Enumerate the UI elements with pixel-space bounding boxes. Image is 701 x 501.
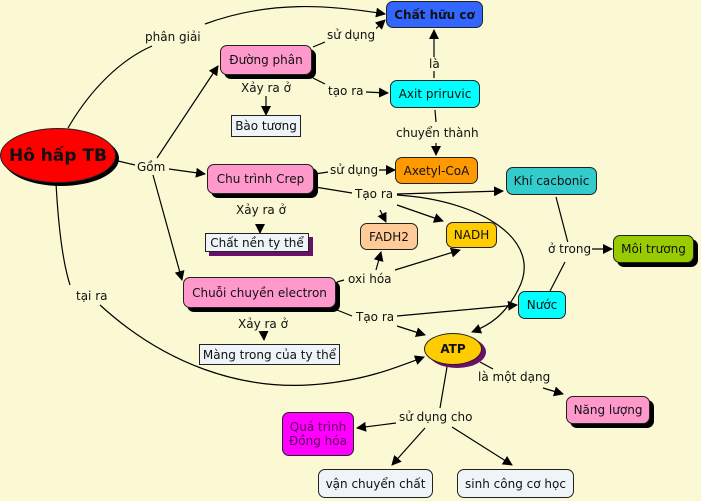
link-label-phan-giai: phân giải bbox=[144, 30, 202, 44]
link-label-chuyen-thanh: chuyển thành bbox=[395, 126, 480, 140]
node-ho-hap-tb[interactable]: Hô hấp TB bbox=[0, 128, 116, 183]
link-label-o-trong: ở trong bbox=[547, 242, 593, 256]
line-nuoc-otrong bbox=[549, 261, 566, 292]
node-atp[interactable]: ATP bbox=[424, 333, 482, 365]
line-chuoi-oxi bbox=[336, 279, 345, 283]
node-mang-trong-ty-the[interactable]: Màng trong của ty thể bbox=[199, 344, 340, 365]
link-label-xay-ra-o: Xảy ra ở bbox=[237, 317, 289, 331]
arrow-gom-dp bbox=[156, 65, 219, 159]
line-atp-sudungcho bbox=[439, 366, 448, 409]
node-qua-trinh-dong-hoa[interactable]: Quá trình Đồng hóa bbox=[282, 412, 354, 456]
link-label-la: là bbox=[428, 57, 441, 71]
link-label-oxi-hoa: oxi hóa bbox=[347, 272, 393, 286]
node-chat-huu-co[interactable]: Chất hữu cơ bbox=[386, 1, 483, 28]
line-crep-sudung bbox=[314, 171, 329, 175]
line-phan-giai bbox=[67, 45, 153, 129]
line-atp-lamotdang bbox=[479, 361, 494, 370]
arrow-sdc-vanchuyen bbox=[391, 427, 426, 466]
link-label-su-dung-cho: sử dụng cho bbox=[398, 410, 474, 424]
arrow-oxi-nadh bbox=[394, 247, 461, 271]
node-axetyl-coa[interactable]: Axetyl-CoA bbox=[395, 157, 478, 184]
line-dp-taora bbox=[312, 77, 326, 85]
arrow-gom-chuoi bbox=[152, 174, 185, 281]
node-sinh-cong-co-hoc[interactable]: sinh công cơ học bbox=[457, 469, 574, 498]
link-label-su-dung: sử dụng bbox=[326, 28, 377, 42]
node-duong-phan[interactable]: Đường phân bbox=[220, 45, 312, 75]
link-label-xay-ra-o: Xảy ra ở bbox=[240, 81, 292, 95]
link-label-gom: Gồm bbox=[136, 160, 167, 174]
node-van-chuyen-chat[interactable]: vận chuyển chất bbox=[318, 469, 433, 498]
node-moi-truong[interactable]: Môi trương bbox=[613, 235, 694, 263]
arrow-gom-crep bbox=[168, 167, 206, 178]
node-nuoc[interactable]: Nước bbox=[518, 291, 566, 319]
arrow-taora-atp2 bbox=[396, 325, 426, 338]
link-label-su-dung: sử dụng bbox=[329, 163, 380, 177]
line-axit-chuyen bbox=[434, 109, 437, 123]
link-label-la-mot-dang: là một dạng bbox=[477, 370, 552, 384]
link-label-tao-ra: Tạo ra bbox=[355, 310, 396, 324]
node-axit-piruvic[interactable]: Axit priruvic bbox=[390, 80, 480, 108]
node-chuoi-chuyen-electron[interactable]: Chuỗi chuyền electron bbox=[183, 277, 336, 308]
line-khi-otrong bbox=[555, 196, 569, 244]
line-ho-gom bbox=[117, 160, 136, 166]
node-bao-tuong[interactable]: Bào tương bbox=[231, 115, 301, 137]
node-chu-trinh-crep[interactable]: Chu trình Crep bbox=[207, 164, 314, 194]
node-fadh2[interactable]: FADH2 bbox=[360, 223, 418, 250]
line-ho-taira bbox=[55, 182, 71, 286]
arrow-taira-atp bbox=[99, 304, 425, 386]
arrow-sdc-sinhcong bbox=[451, 426, 513, 466]
link-label-xay-ra-o: Xảy ra ở bbox=[235, 203, 287, 217]
link-label-tao-ra: Tạo ra bbox=[354, 187, 395, 201]
node-khi-cacbonic[interactable]: Khí cacbonic bbox=[506, 167, 597, 195]
node-nang-luong[interactable]: Năng lượng bbox=[566, 396, 650, 424]
arrow-taora-nadh bbox=[396, 204, 444, 223]
arrow-taora-khi bbox=[396, 186, 504, 197]
line-dp-sudung bbox=[312, 41, 326, 48]
node-nadh[interactable]: NADH bbox=[446, 222, 497, 248]
arrow-phan-giai bbox=[204, 6, 386, 25]
arrow-taora-atp bbox=[396, 194, 525, 334]
link-label-tao-ra: tạo ra bbox=[327, 84, 365, 98]
arrow-oxi-fadh2 bbox=[373, 251, 384, 271]
arrow-sdc-quatrinh bbox=[356, 421, 397, 432]
arrow-lamotdang-nl bbox=[542, 386, 564, 397]
node-chat-nen-ty-the[interactable]: Chất nền ty thể bbox=[205, 233, 309, 252]
arrow-taora-fadh2 bbox=[377, 209, 387, 223]
arrow-taora-axit bbox=[365, 87, 389, 98]
arrow-taora-nuoc bbox=[396, 300, 518, 317]
link-label-tai-ra: tại ra bbox=[75, 289, 109, 303]
line-crep-taora bbox=[314, 186, 353, 194]
line-chuoi-taora bbox=[336, 309, 353, 317]
